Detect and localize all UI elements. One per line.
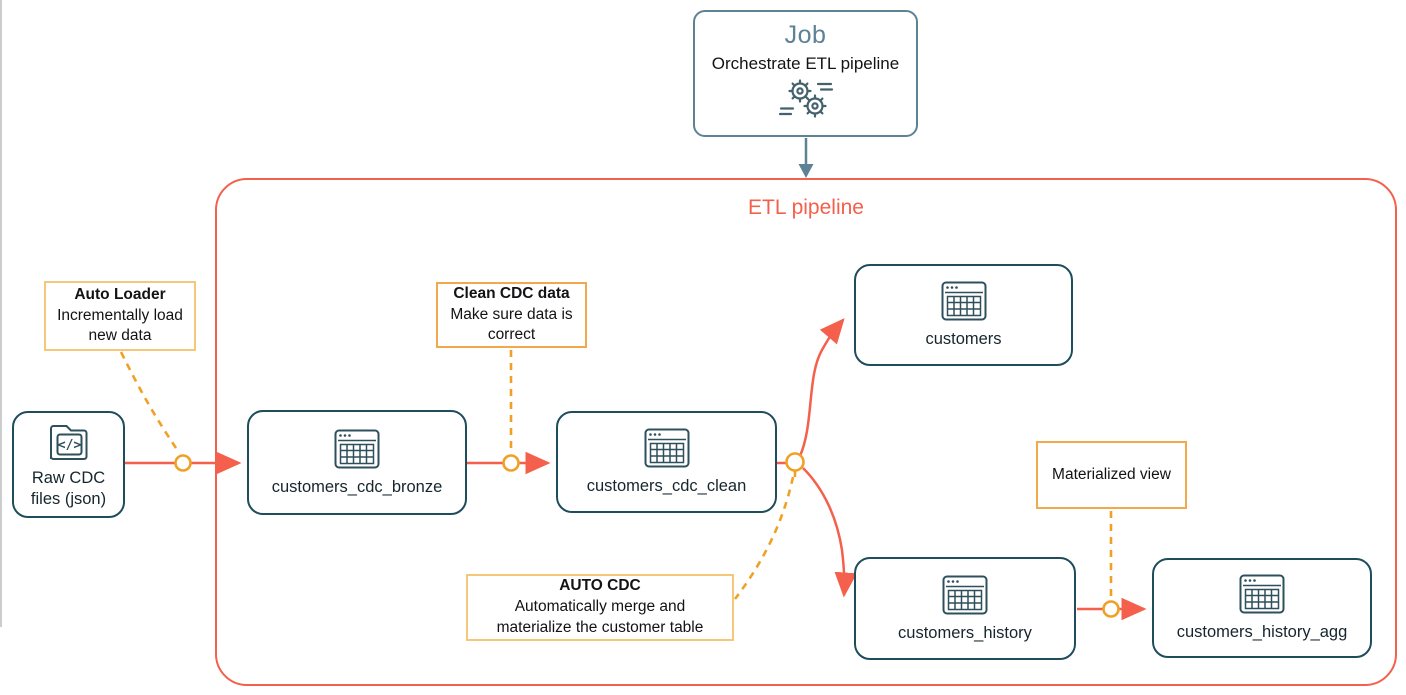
code-folder-icon: </> [49,424,87,460]
annotation-title: AUTO CDC [559,577,641,595]
annotation-body: Materialized view [1052,465,1171,483]
node-customers-history-agg: customers_history_agg [1152,558,1372,658]
annotation-title: Auto Loader [74,285,166,303]
table-icon [942,575,988,614]
annotation-auto-cdc: AUTO CDC Automatically merge and materia… [466,574,734,641]
annotation-title: Clean CDC data [453,284,570,302]
job-node: Job Orchestrate ETL pipeline [693,10,918,137]
dash-auto-loader [119,351,178,449]
arrow-junction-to-customers [798,318,845,457]
table-icon [334,429,380,468]
table-icon [1239,574,1285,614]
node-customers: customers [854,264,1073,366]
job-to-pipeline-arrowhead [798,164,814,178]
junction-circle-auto-cdc [785,452,805,472]
node-customers-cdc-clean: customers_cdc_clean [556,411,777,513]
node-label: customers_history [898,623,1032,642]
job-title: Job [784,21,827,49]
junction-circle-auto-loader [174,454,192,472]
node-customers-history: customers_history [854,557,1076,660]
annotation-materialized-view: Materialized view [1036,441,1187,509]
node-label: Raw CDC files (json) [30,468,107,508]
annotation-clean-cdc-data: Clean CDC data Make sure data is correct [436,282,587,348]
arrow-junction-to-history [802,467,857,598]
node-customers-cdc-bronze: customers_cdc_bronze [247,410,467,515]
annotation-body: Make sure data is correct [450,305,573,344]
table-icon [941,281,986,321]
job-subtitle: Orchestrate ETL pipeline [711,54,900,73]
dash-auto-cdc [733,476,795,600]
node-label: customers_cdc_clean [586,477,747,495]
etl-pipeline-title: ETL pipeline [748,196,864,219]
etl-pipeline-container: ETL pipeline [215,178,1397,686]
table-icon [644,428,689,468]
annotation-body: Incrementally load new data [57,306,183,345]
page-edge-divider [0,0,2,627]
annotation-body: Automatically merge and materialize the … [496,598,704,636]
node-raw-cdc-files: </> Raw CDC files (json) [12,411,125,518]
svg-text:</>: </> [57,438,81,453]
annotation-auto-loader: Auto Loader Incrementally load new data [44,281,196,351]
node-label: customers_history_agg [1176,623,1348,641]
junction-circle-materialized-view [1102,600,1120,618]
node-label: customers [925,330,1002,348]
node-label: customers_cdc_bronze [271,477,443,496]
gears-icon [778,79,833,118]
junction-circle-clean-cdc [502,454,520,472]
